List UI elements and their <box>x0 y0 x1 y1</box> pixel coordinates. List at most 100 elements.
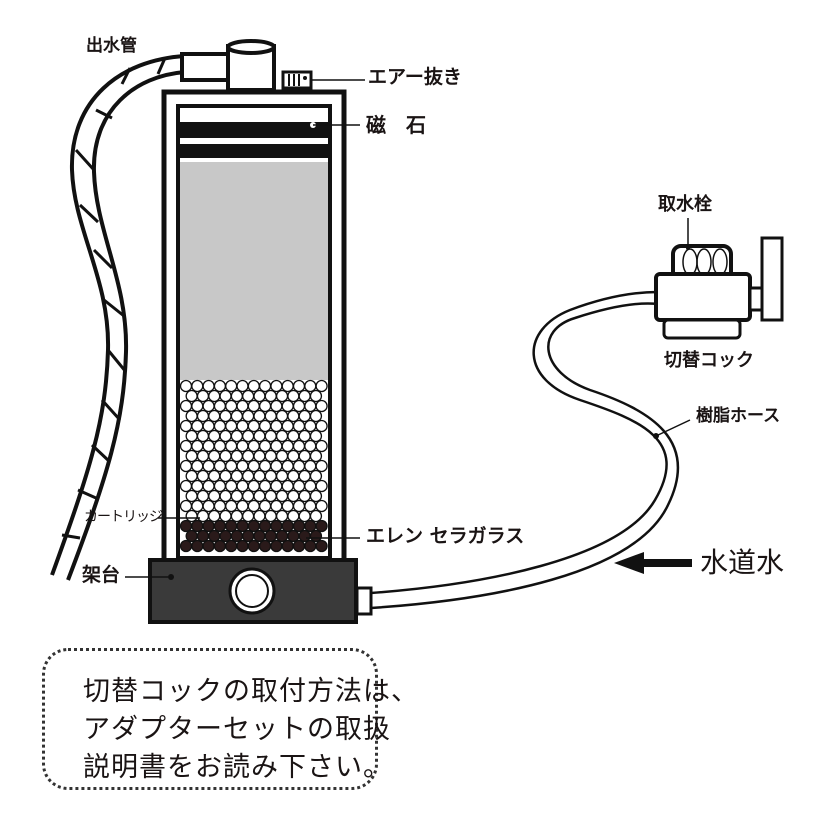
ceraglass-ball <box>236 519 249 533</box>
ceraglass-ball <box>202 539 215 553</box>
filter-ball <box>236 479 249 493</box>
filter-ball <box>253 509 266 523</box>
inlet-connector <box>355 586 373 616</box>
filter-ball <box>219 389 232 403</box>
note-line-1: 切替コックの取付方法は、 <box>83 676 419 707</box>
filter-ball <box>253 429 266 443</box>
filter-ball <box>304 499 317 513</box>
filter-ball <box>292 479 306 493</box>
filter-ball <box>275 489 289 503</box>
filter-ball <box>219 449 232 463</box>
filter-ball <box>247 479 260 493</box>
label-resin-hose: 樹脂ホース <box>696 406 781 426</box>
filter-ball <box>202 399 215 413</box>
filter-ball <box>304 399 317 413</box>
filter-ball <box>315 479 328 493</box>
filter-ball <box>236 459 249 473</box>
filter-ball <box>208 409 221 423</box>
filter-ball <box>264 469 277 483</box>
filter-ball <box>202 479 215 493</box>
ceraglass-ball <box>196 529 210 543</box>
ceraglass-ball <box>191 519 204 533</box>
ceraglass-ball <box>253 529 266 543</box>
filter-ball <box>304 379 317 393</box>
filter-ball <box>270 419 283 433</box>
filter-ball <box>275 429 289 443</box>
filter-ball <box>241 489 255 503</box>
filter-ball <box>264 449 277 463</box>
label-tap-water: 水道水 <box>700 546 785 579</box>
filter-ball <box>292 459 306 473</box>
filter-ball <box>213 479 227 493</box>
filter-ball <box>253 469 266 483</box>
outlet-hose <box>50 54 186 581</box>
filter-ball <box>225 379 238 393</box>
filter-ball <box>191 419 204 433</box>
filter-ball <box>196 389 210 403</box>
filter-ball <box>298 409 311 423</box>
filter-ball <box>230 509 244 523</box>
filter-ball <box>309 489 323 503</box>
magnets <box>180 122 360 158</box>
filter-ball <box>253 489 266 503</box>
filter-ball <box>298 489 311 503</box>
filter-ball <box>208 489 221 503</box>
filter-ball <box>253 389 266 403</box>
filter-ball <box>208 429 221 443</box>
filter-ball <box>258 459 272 473</box>
filter-ball <box>179 419 193 433</box>
filter-ball <box>281 379 294 393</box>
filter-ball <box>304 479 317 493</box>
filter-ball <box>241 409 255 423</box>
filter-ball <box>270 479 283 493</box>
filter-ball <box>287 409 300 423</box>
ceraglass-ball <box>264 529 277 543</box>
filter-ball <box>241 469 255 483</box>
ceraglass-ball <box>202 519 215 533</box>
filter-ball <box>309 449 323 463</box>
ceraglass-ball <box>281 519 294 533</box>
filter-ball <box>258 399 272 413</box>
filter-ball <box>185 429 198 443</box>
ceraglass-ball <box>292 519 306 533</box>
filter-ball <box>213 439 227 453</box>
filter-ball <box>241 449 255 463</box>
filter-ball <box>185 389 198 403</box>
filter-ball <box>309 509 323 523</box>
filter-ball <box>315 399 328 413</box>
filter-ball <box>241 429 255 443</box>
filter-ball <box>230 449 244 463</box>
ceraglass-ball <box>236 539 249 553</box>
filter-ball <box>315 419 328 433</box>
ceraglass-ball <box>298 529 311 543</box>
filter-ball <box>247 419 260 433</box>
filter-ball <box>179 439 193 453</box>
filter-ball <box>179 479 193 493</box>
label-air-vent: エアー抜き <box>368 66 462 88</box>
filter-ball <box>281 479 294 493</box>
filter-ball <box>179 399 193 413</box>
filter-ball <box>213 419 227 433</box>
ceraglass-ball <box>270 539 283 553</box>
filter-ball <box>196 469 210 483</box>
filter-ball <box>196 449 210 463</box>
filter-ball <box>287 429 300 443</box>
ceraglass-ball <box>304 519 317 533</box>
filter-ball <box>292 439 306 453</box>
filter-ball <box>270 459 283 473</box>
filter-ball <box>247 379 260 393</box>
ceraglass-ball <box>230 529 244 543</box>
filter-ball <box>258 479 272 493</box>
filter-ball <box>247 499 260 513</box>
filter-ball <box>264 389 277 403</box>
ceraglass-ball <box>191 539 204 553</box>
filter-ball <box>225 419 238 433</box>
ceraglass-ball <box>179 539 193 553</box>
ceraglass-ball <box>270 519 283 533</box>
filter-ball <box>253 409 266 423</box>
label-faucet: 取水栓 <box>658 194 712 215</box>
filter-ball <box>304 459 317 473</box>
filter-ball <box>219 489 232 503</box>
installation-note: 切替コックの取付方法は、 アダプターセットの取扱 説明書をお読み下さい。 <box>42 648 418 790</box>
switch-cock <box>654 218 784 340</box>
